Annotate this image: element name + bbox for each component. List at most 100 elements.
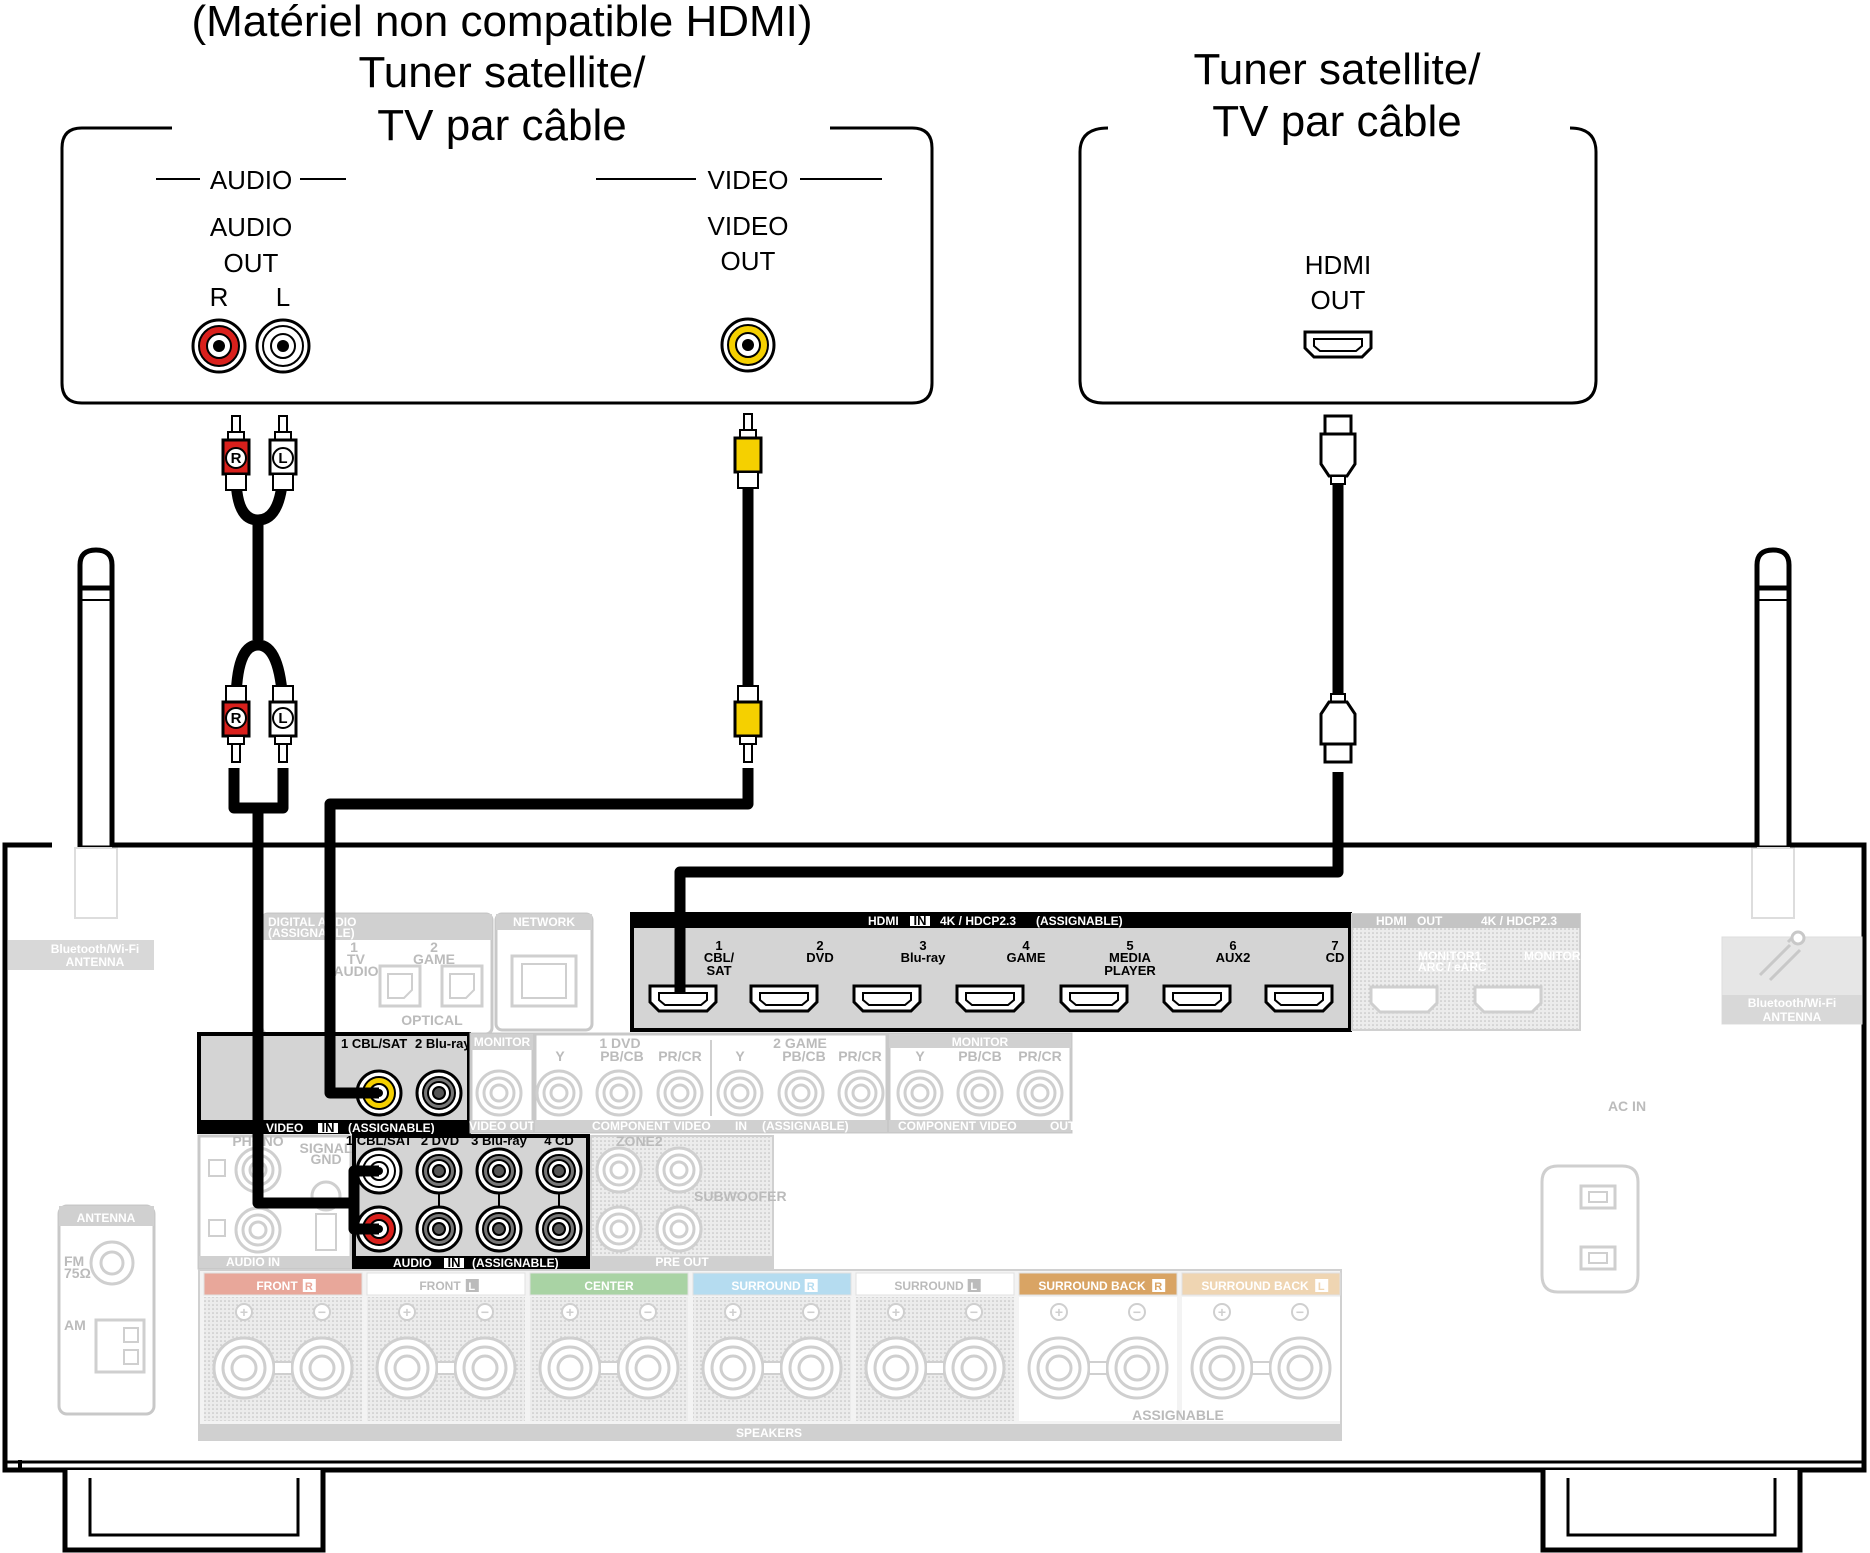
hdmi-out-port[interactable] (1303, 330, 1373, 359)
l-channel-label: L (276, 282, 290, 312)
speaker-group-label: FRONT (256, 1279, 298, 1293)
svg-text:4K / HDCP2.3: 4K / HDCP2.3 (940, 914, 1016, 928)
svg-text:−: − (481, 1304, 489, 1320)
svg-text:IN: IN (448, 1255, 461, 1270)
speaker-terminal (864, 1336, 928, 1400)
video-plug-top (733, 413, 763, 489)
hdmi-port-icon (852, 984, 922, 1013)
svg-text:ARC / eARC: ARC / eARC (1418, 960, 1487, 974)
digital-audio-panel: DIGITAL AUDIO (ASSIGNABLE) 1 TV AUDIO 2 … (260, 912, 494, 1036)
svg-text:AM: AM (64, 1317, 86, 1333)
svg-text:+: + (1218, 1304, 1226, 1320)
antenna-left[interactable] (74, 547, 118, 919)
hdmi-port-icon (955, 984, 1025, 1013)
hdmi-in-name-2: PLAYER (1104, 963, 1156, 978)
rca-plug-bottom-l: L (268, 685, 298, 763)
speaker-terminal (538, 1336, 602, 1400)
svg-text:MONITOR1: MONITOR1 (1418, 949, 1481, 963)
hdmi-in-num: 5 (1126, 938, 1133, 953)
hdmi-in-num: 7 (1331, 938, 1338, 953)
svg-text:1 DVD: 1 DVD (599, 1035, 640, 1051)
hdmi-in-num: 4 (1022, 938, 1030, 953)
svg-text:AUDIO: AUDIO (393, 1256, 432, 1270)
antenna-right[interactable] (1751, 547, 1795, 919)
svg-text:TV: TV (347, 951, 366, 967)
speaker-group-label: CENTER (584, 1279, 634, 1293)
hdmi-port-icon (1059, 984, 1129, 1013)
hdmi-in-name: MEDIA (1109, 950, 1152, 965)
svg-text:1: 1 (350, 939, 358, 955)
svg-text:IN: IN (735, 1119, 747, 1133)
audio-out-l-jack[interactable] (255, 318, 311, 374)
svg-text:Y: Y (555, 1048, 565, 1064)
svg-text:Y: Y (735, 1048, 745, 1064)
video-out-jack[interactable] (720, 317, 776, 373)
svg-text:HDMI: HDMI (1376, 914, 1407, 928)
video-out-label-2: OUT (721, 246, 776, 276)
hdmi-in-num: 3 (919, 938, 926, 953)
bt-antenna-left-label-2: ANTENNA (66, 955, 125, 969)
svg-text:(ASSIGNABLE): (ASSIGNABLE) (1036, 914, 1123, 928)
speaker-group-label: SURROUND BACK (1038, 1279, 1146, 1293)
hdmi-out-panel: HDMI OUT 4K / HDCP2.3 MONITOR1 ARC / eAR… (1351, 913, 1587, 1031)
svg-text:AUDIO IN: AUDIO IN (226, 1255, 280, 1269)
svg-text:COMPONENT VIDEO: COMPONENT VIDEO (592, 1119, 711, 1133)
svg-text:PR/CR: PR/CR (1018, 1048, 1062, 1064)
speaker-side-badge: L (970, 1281, 977, 1293)
plug-letter: R (231, 710, 242, 727)
svg-text:4K / HDCP2.3: 4K / HDCP2.3 (1481, 914, 1557, 928)
svg-text:+: + (892, 1304, 900, 1320)
plug-letter: R (231, 450, 242, 467)
speaker-group-7: SURROUND BACK L+− (1181, 1272, 1341, 1421)
speaker-group-6: SURROUND BACK R+− (1018, 1272, 1178, 1421)
speaker-terminal (453, 1336, 517, 1400)
svg-text:+: + (566, 1304, 574, 1320)
av-receiver: Bluetooth/Wi-Fi ANTENNA Bluetooth/Wi-Fi … (2, 547, 1867, 1553)
bt-antenna-left-label-1: Bluetooth/Wi-Fi (51, 942, 140, 956)
svg-text:−: − (807, 1304, 815, 1320)
hdmi-port-icon (749, 984, 819, 1013)
audio-in-label-1: 1 CBL/SAT (346, 1133, 412, 1148)
plug-letter: L (278, 450, 287, 467)
bt-antenna-right-label-2: ANTENNA (1763, 1010, 1822, 1024)
hdmi-in-name: DVD (806, 950, 833, 965)
component-video-out: MONITOR Y PB/CB PR/CR COMPONENT VIDEO OU… (887, 1032, 1076, 1134)
cables (228, 472, 1344, 1235)
svg-text:OUT: OUT (1050, 1119, 1076, 1133)
hdmi-in-name: CD (1326, 950, 1345, 965)
audio-out-r-jack[interactable] (191, 318, 247, 374)
speaker-terminal (942, 1336, 1006, 1400)
hdmi-in-num: 6 (1229, 938, 1236, 953)
svg-text:NETWORK: NETWORK (513, 915, 575, 929)
svg-text:HDMI: HDMI (868, 914, 899, 928)
audio-in-label-4: 4 CD (544, 1133, 574, 1148)
hdmi-in-num: 2 (816, 938, 823, 953)
video-in-bluray-jack[interactable] (415, 1069, 463, 1117)
hdmi-out-label-2: OUT (1311, 285, 1366, 315)
audio-in-label-2: 2 DVD (421, 1133, 459, 1148)
ac-in-socket: AC IN (1540, 1098, 1646, 1294)
speaker-side-badge: R (305, 1281, 313, 1293)
svg-text:−: − (1296, 1304, 1304, 1320)
svg-text:PR/CR: PR/CR (838, 1048, 882, 1064)
hdmi-plug-top (1319, 414, 1357, 485)
svg-text:IN: IN (322, 1120, 335, 1135)
right-device-title-2: TV par câble (1212, 97, 1461, 146)
left-device-title-2: Tuner satellite/ (359, 48, 647, 97)
network-port: NETWORK (494, 912, 594, 1032)
hdmi-in-panel: HDMI IN 4K / HDCP2.3 (ASSIGNABLE) (630, 912, 1352, 1032)
svg-text:OPTICAL: OPTICAL (401, 1012, 463, 1028)
component-video-in: 1 DVD 2 GAME Y PB/CB PR/CR Y PB/CB PR/CR… (533, 1032, 889, 1134)
svg-text:PB/CB: PB/CB (782, 1048, 826, 1064)
hdmi-in-port-7[interactable]: 7CD (1264, 938, 1345, 1013)
hdmi-in-name: AUX2 (1216, 950, 1251, 965)
svg-text:SIGNAL: SIGNAL (300, 1140, 353, 1156)
